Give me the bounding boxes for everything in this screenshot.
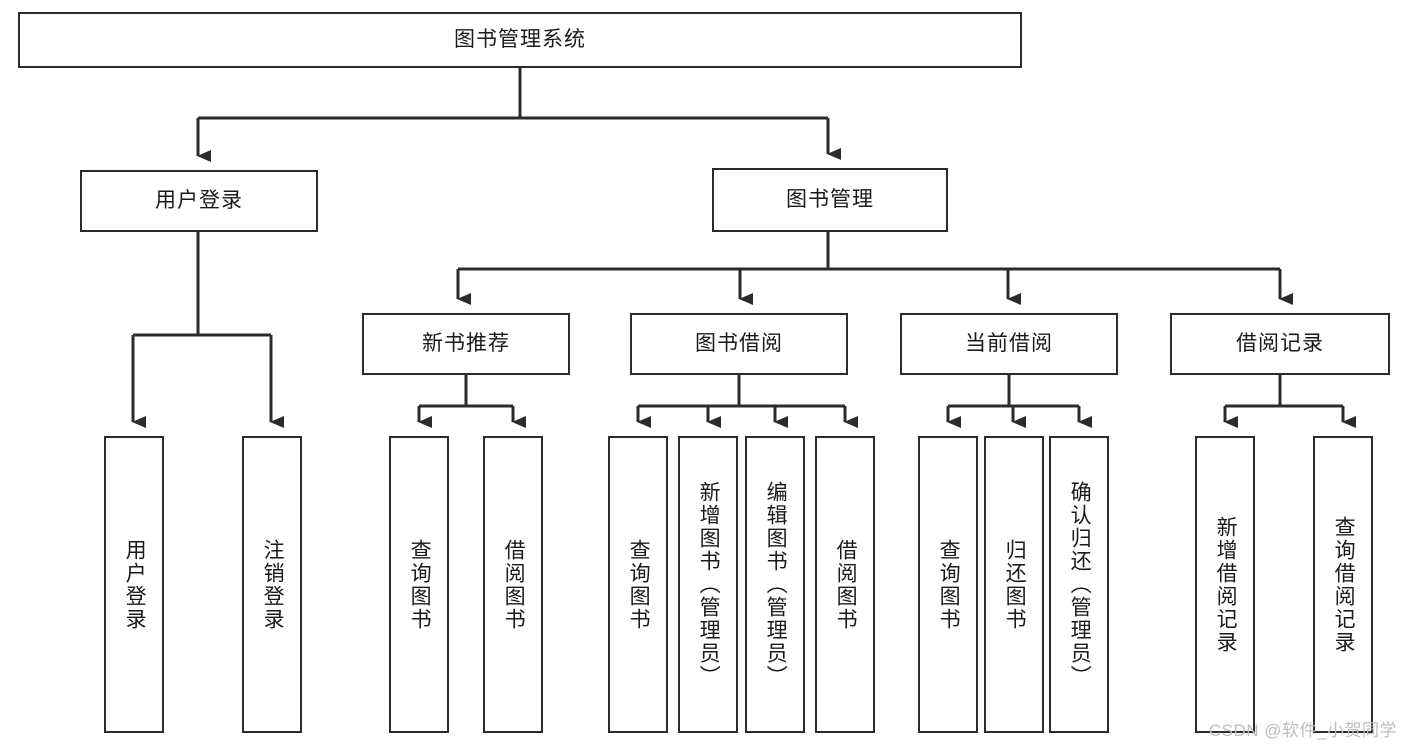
leaf-query-book-2[interactable]: 查询图书 — [608, 436, 668, 733]
leaf-query-book-1-label: 查询图书 — [408, 538, 432, 631]
leaf-add-book[interactable]: 新增图书（管理员） — [678, 436, 738, 733]
node-new-book-recommend-label: 新书推荐 — [422, 332, 510, 356]
leaf-confirm-return-label: 确认归还（管理员） — [1068, 481, 1092, 688]
leaf-query-record[interactable]: 查询借阅记录 — [1313, 436, 1373, 733]
leaf-user-login-label: 用户登录 — [123, 538, 147, 631]
leaf-query-book-3[interactable]: 查询图书 — [918, 436, 978, 733]
node-book-borrow[interactable]: 图书借阅 — [630, 313, 848, 375]
node-book-borrow-label: 图书借阅 — [695, 332, 783, 356]
node-user-login-label: 用户登录 — [155, 189, 243, 213]
node-new-book-recommend[interactable]: 新书推荐 — [362, 313, 570, 375]
node-user-login[interactable]: 用户登录 — [80, 170, 318, 232]
node-book-manage[interactable]: 图书管理 — [712, 168, 948, 232]
node-current-borrow[interactable]: 当前借阅 — [900, 313, 1118, 375]
node-book-manage-label: 图书管理 — [786, 188, 874, 212]
leaf-edit-book[interactable]: 编辑图书（管理员） — [745, 436, 805, 733]
leaf-query-book-2-label: 查询图书 — [627, 538, 651, 631]
leaf-borrow-book-2-label: 借阅图书 — [834, 538, 858, 631]
leaf-logout-login-label: 注销登录 — [261, 538, 285, 631]
csdn-watermark: CSDN @软件_小贺同学 — [1208, 721, 1397, 740]
leaf-borrow-book-1[interactable]: 借阅图书 — [483, 436, 543, 733]
leaf-borrow-book-2[interactable]: 借阅图书 — [815, 436, 875, 733]
leaf-add-record-label: 新增借阅记录 — [1214, 515, 1238, 654]
node-root-system[interactable]: 图书管理系统 — [18, 12, 1022, 68]
leaf-query-book-3-label: 查询图书 — [937, 538, 961, 631]
leaf-logout-login[interactable]: 注销登录 — [242, 436, 302, 733]
leaf-add-record[interactable]: 新增借阅记录 — [1195, 436, 1255, 733]
leaf-query-record-label: 查询借阅记录 — [1332, 515, 1356, 654]
leaf-query-book-1[interactable]: 查询图书 — [389, 436, 449, 733]
node-current-borrow-label: 当前借阅 — [965, 332, 1053, 356]
node-borrow-record[interactable]: 借阅记录 — [1170, 313, 1390, 375]
leaf-return-book[interactable]: 归还图书 — [984, 436, 1044, 733]
node-borrow-record-label: 借阅记录 — [1236, 332, 1324, 356]
leaf-add-book-label: 新增图书（管理员） — [697, 481, 721, 688]
leaf-return-book-label: 归还图书 — [1003, 538, 1027, 631]
leaf-borrow-book-1-label: 借阅图书 — [502, 538, 526, 631]
node-root-label: 图书管理系统 — [454, 28, 586, 52]
leaf-confirm-return[interactable]: 确认归还（管理员） — [1049, 436, 1109, 733]
leaf-edit-book-label: 编辑图书（管理员） — [764, 481, 788, 688]
leaf-user-login[interactable]: 用户登录 — [104, 436, 164, 733]
